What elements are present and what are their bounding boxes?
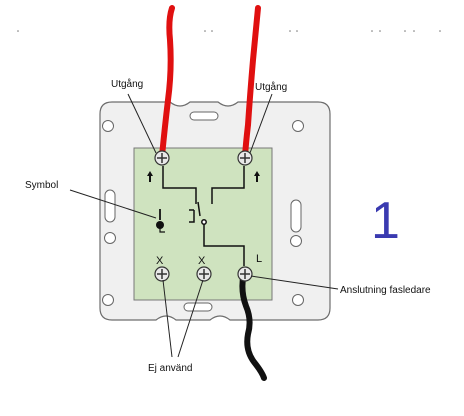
frame-slot-left (104, 189, 116, 223)
circuit-contact (189, 209, 195, 223)
leader-output-left (127, 93, 157, 154)
frame-hole-ml (104, 232, 116, 244)
circuit-common (203, 222, 245, 266)
top-scan-artifacts (17, 30, 441, 32)
circuit-left-output (162, 166, 197, 204)
terminal-mark-x-left: X (156, 255, 164, 267)
output-wire-left (159, 5, 175, 159)
frame-hole-tr (292, 120, 304, 132)
frame-slot-bottom (183, 302, 213, 312)
circuit-pivot (201, 219, 207, 225)
frame-slot-top (189, 111, 219, 121)
arrow-up-icon (147, 171, 153, 182)
frame-hole-br (292, 294, 304, 306)
label-output-right: Utgång (255, 81, 287, 93)
terminal-mark-live: L (256, 253, 262, 265)
terminal-screw-output-right (237, 150, 253, 166)
output-wires (159, 5, 261, 159)
frame-slot-right (290, 199, 302, 233)
circuit-switch-blade (197, 201, 201, 217)
terminal-screw-unused-left (154, 266, 170, 282)
label-unused: Ej använd (148, 363, 192, 374)
leader-unused-left (162, 279, 173, 358)
leader-symbol (69, 189, 157, 219)
label-output-left: Utgång (111, 78, 143, 90)
leader-phase (250, 275, 339, 290)
arrow-up-icon (254, 171, 260, 182)
leader-lines (69, 93, 339, 358)
label-symbol: Symbol (25, 180, 58, 191)
leader-unused-right (177, 279, 204, 358)
phase-wire (239, 269, 267, 381)
circuit-right-output (211, 166, 245, 204)
terminal-mark-x-right: X (198, 255, 206, 267)
frame-hole-bl (102, 294, 114, 306)
figure-number: 1 (371, 192, 400, 250)
terminal-screws (154, 150, 253, 282)
label-phase-connection: Anslutning fasledare (340, 285, 431, 296)
frame-hole-mr (290, 235, 302, 247)
leader-output-right (249, 93, 273, 154)
terminal-screw-unused-right (196, 266, 212, 282)
output-wire-right (242, 5, 261, 159)
switch-symbol (156, 209, 165, 233)
output-arrows (147, 171, 260, 182)
terminal-screw-output-left (154, 150, 170, 166)
terminal-screw-phase (237, 266, 253, 282)
frame-hole-tl (102, 120, 114, 132)
circuit-schematic (162, 166, 245, 266)
